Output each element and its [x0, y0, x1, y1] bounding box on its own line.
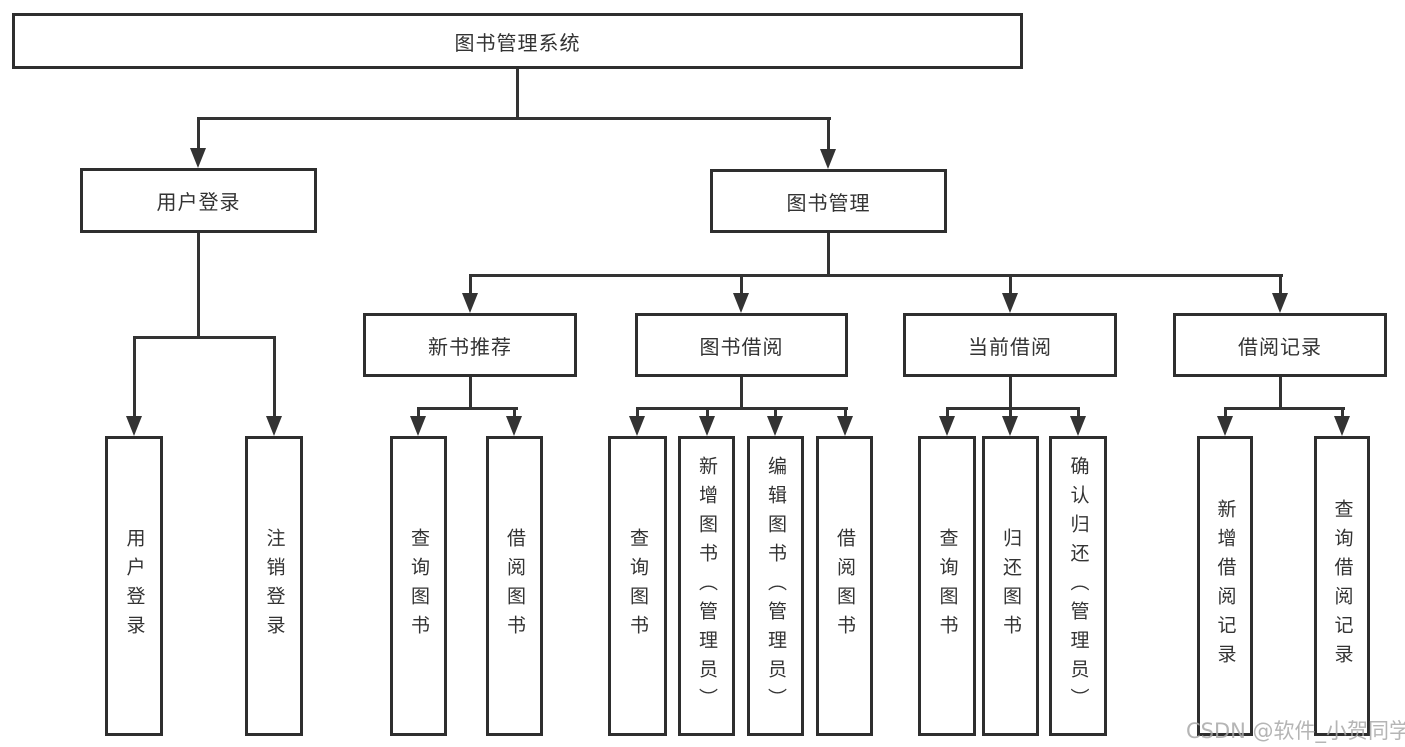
node-add-borrow-record-label: 新增借阅记录: [1214, 499, 1237, 673]
node-edit-books-admin: 编辑图书（管理员）: [747, 436, 804, 736]
arrowhead-add-books: [699, 416, 715, 436]
edge-to-add-books: [706, 407, 709, 420]
arrowhead-return-books: [1002, 416, 1018, 436]
edge-to-new-book-recommend: [469, 274, 472, 296]
node-return-books-label: 归还图书: [1000, 528, 1022, 644]
edge-to-add-borrow-record: [1224, 407, 1227, 420]
node-book-borrowing: 图书借阅: [635, 313, 848, 377]
edge-to-confirm-return: [1077, 407, 1080, 420]
arrowhead-query-books-1: [410, 416, 426, 436]
node-logout-action-label: 注销登录: [263, 528, 286, 644]
node-user-login-action-label: 用户登录: [123, 528, 146, 644]
node-book-management-label: 图书管理: [786, 190, 871, 215]
node-return-books: 归还图书: [982, 436, 1039, 736]
node-library-system: 图书管理系统: [12, 13, 1023, 69]
arrowhead-user-login: [190, 148, 206, 168]
edge-to-edit-books: [774, 407, 777, 420]
node-query-borrow-record: 查询借阅记录: [1314, 436, 1370, 736]
edge-to-current-borrowing: [1009, 274, 1012, 296]
node-borrowing-records: 借阅记录: [1173, 313, 1387, 377]
node-library-system-label: 图书管理系统: [454, 30, 581, 55]
node-borrow-books-action-label: 借阅图书: [834, 528, 856, 644]
edge-to-borrowing-records: [1279, 274, 1282, 296]
edge-to-query-books-3: [946, 407, 949, 420]
edge-to-user-login-action: [133, 336, 136, 420]
arrowhead-new-book-recommend: [462, 293, 478, 313]
arrowhead-logout-action: [266, 416, 282, 436]
arrowhead-confirm-return: [1070, 416, 1086, 436]
arrowhead-book-management: [820, 149, 836, 169]
edge-borrowing-records-stem: [1279, 377, 1282, 410]
edge-to-borrow-books-2: [844, 407, 847, 420]
node-current-borrowing: 当前借阅: [903, 313, 1117, 377]
edge-current-borrowing-stem: [1009, 377, 1012, 410]
arrowhead-borrow-books-1: [506, 416, 522, 436]
edge-to-query-books-1: [417, 407, 420, 420]
watermark-text: CSDN @软件_小贺同学: [1186, 719, 1405, 743]
edge-user-login-split: [133, 336, 276, 339]
edge-book-borrowing-stem: [740, 377, 743, 410]
edge-book-management-stem: [827, 233, 830, 277]
node-confirm-return-admin: 确认归还（管理员）: [1049, 436, 1107, 736]
node-query-books-current-label: 查询图书: [936, 528, 959, 644]
node-new-book-recommend: 新书推荐: [363, 313, 577, 377]
arrowhead-add-borrow-record: [1217, 416, 1233, 436]
edge-to-user-login: [197, 117, 200, 152]
edge-new-book-split: [417, 407, 518, 410]
node-user-login-label: 用户登录: [156, 190, 241, 214]
edge-root-split: [197, 117, 831, 120]
node-current-borrowing-label: 当前借阅: [968, 334, 1052, 359]
node-add-books-admin: 新增图书（管理员）: [678, 436, 735, 736]
node-query-borrow-record-label: 查询借阅记录: [1331, 499, 1354, 673]
node-edit-books-admin-label: 编辑图书（管理员）: [765, 455, 787, 717]
edge-book-management-split: [469, 274, 1283, 277]
edge-root-stem: [516, 69, 519, 120]
node-query-books-current: 查询图书: [918, 436, 976, 736]
node-query-books-borrow: 查询图书: [608, 436, 667, 736]
arrowhead-edit-books: [767, 416, 783, 436]
edge-to-query-borrow-record: [1341, 407, 1344, 420]
arrowhead-query-books-3: [939, 416, 955, 436]
node-borrow-books-recommend: 借阅图书: [486, 436, 543, 736]
arrowhead-borrowing-records: [1272, 293, 1288, 313]
edge-to-return-books: [1009, 407, 1012, 420]
node-logout-action: 注销登录: [245, 436, 303, 736]
arrowhead-query-borrow-record: [1334, 416, 1350, 436]
node-book-management: 图书管理: [710, 169, 947, 233]
node-borrowing-records-label: 借阅记录: [1238, 334, 1322, 359]
edge-user-login-stem: [197, 233, 200, 339]
node-add-books-admin-label: 新增图书（管理员）: [696, 455, 718, 717]
node-query-books-recommend-label: 查询图书: [408, 528, 430, 644]
edge-new-book-stem: [469, 377, 472, 410]
node-user-login-action: 用户登录: [105, 436, 163, 736]
edge-to-query-books-2: [636, 407, 639, 420]
node-confirm-return-admin-label: 确认归还（管理员）: [1067, 455, 1090, 717]
arrowhead-user-login-action: [126, 416, 142, 436]
node-borrow-books-recommend-label: 借阅图书: [504, 528, 526, 644]
node-query-books-borrow-label: 查询图书: [627, 528, 649, 644]
edge-to-borrow-books-1: [513, 407, 516, 420]
edge-book-borrowing-split: [636, 407, 848, 410]
node-query-books-recommend: 查询图书: [390, 436, 447, 736]
edge-current-borrowing-split: [946, 407, 1080, 410]
arrowhead-borrow-books-2: [837, 416, 853, 436]
node-add-borrow-record: 新增借阅记录: [1197, 436, 1253, 736]
arrowhead-query-books-2: [629, 416, 645, 436]
edge-to-book-management: [827, 117, 830, 152]
arrowhead-book-borrowing: [733, 293, 749, 313]
edge-to-book-borrowing: [740, 274, 743, 296]
node-user-login: 用户登录: [80, 168, 317, 233]
node-new-book-recommend-label: 新书推荐: [428, 334, 512, 359]
edge-borrowing-records-split: [1224, 407, 1345, 410]
edge-to-logout-action: [273, 336, 276, 420]
arrowhead-current-borrowing: [1002, 293, 1018, 313]
node-book-borrowing-label: 图书借阅: [699, 334, 784, 359]
node-borrow-books-action: 借阅图书: [816, 436, 873, 736]
